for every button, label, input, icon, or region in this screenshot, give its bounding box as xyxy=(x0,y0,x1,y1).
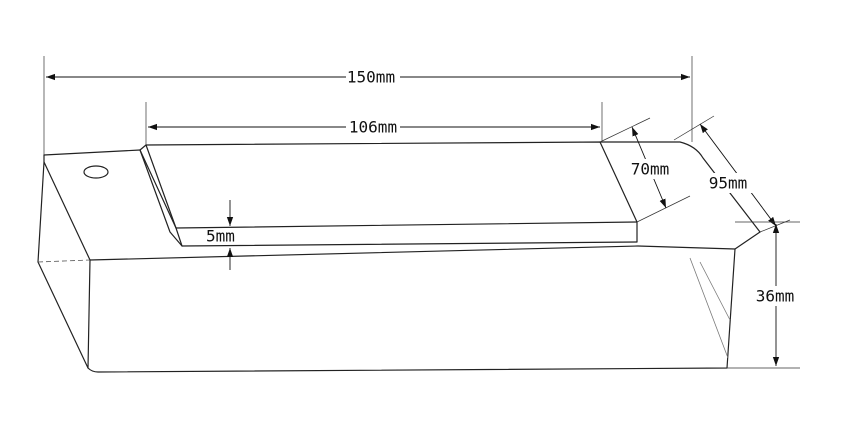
dimension-label-overall-width: 95mm xyxy=(709,174,748,193)
dimension-overall-length: 150mm xyxy=(43,56,693,155)
extension-line xyxy=(673,115,715,141)
base-front-face xyxy=(87,231,761,373)
top-plate-front-edge xyxy=(175,221,638,229)
top-plate-outline xyxy=(139,141,638,247)
base-left-face xyxy=(37,161,91,369)
label-background xyxy=(346,117,400,137)
base-right-shade xyxy=(689,257,731,359)
dimension-label-height: 36mm xyxy=(756,287,795,306)
extension-line xyxy=(636,195,691,223)
base-top-face xyxy=(43,141,761,233)
dimension-label-top-width: 70mm xyxy=(631,160,670,179)
label-background xyxy=(704,173,752,193)
dimension-height: 36mm xyxy=(727,221,800,369)
extension-line xyxy=(599,117,651,143)
top-plate-left-edge xyxy=(139,144,183,247)
label-background xyxy=(752,286,798,306)
dimension-label-overall-length: 150mm xyxy=(347,68,395,87)
base-front-top-edge xyxy=(89,245,736,261)
label-background xyxy=(346,67,400,87)
dimension-top-thickness: 5mm xyxy=(206,200,235,270)
dimension-label-top-length: 106mm xyxy=(349,118,397,137)
block-body xyxy=(37,141,761,373)
label-background xyxy=(626,159,674,179)
dimension-top-width: 70mm xyxy=(599,117,691,223)
dimension-label-top-thickness: 5mm xyxy=(206,227,235,246)
base-hidden-edge xyxy=(37,259,91,263)
dimension-top-length: 106mm xyxy=(145,102,603,145)
top-plate xyxy=(139,141,638,247)
mounting-hole xyxy=(83,165,109,179)
dimension-overall-width: 95mm xyxy=(673,115,791,233)
